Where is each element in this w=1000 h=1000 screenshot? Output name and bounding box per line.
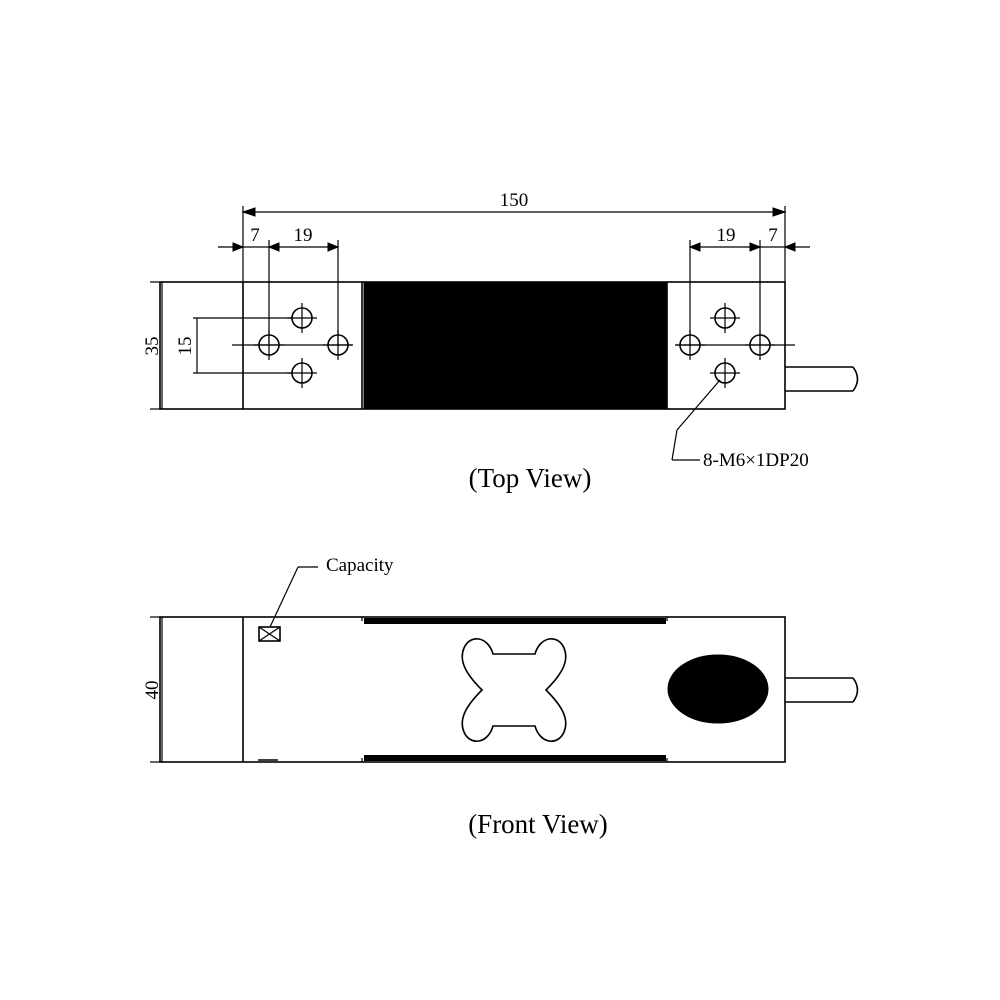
top-view-cable: [785, 366, 859, 392]
top-view-right-holes: [675, 303, 795, 388]
capacity-marker: Capacity: [258, 555, 394, 642]
dim-hole-pitch-label: 15: [175, 337, 196, 356]
front-view-body-outline: [159, 616, 786, 763]
front-view-cable: [785, 677, 859, 703]
top-view: 150 7 19 19 7 35: [142, 190, 859, 493]
dim-left-edge-label: 7: [250, 225, 260, 246]
dim-width: 35: [142, 281, 163, 410]
thread-callout-label: 8-M6×1DP20: [703, 450, 809, 471]
dim-left-hole-offsets: 7 19: [218, 225, 340, 345]
mounting-hole: [710, 303, 740, 333]
front-view-gauge-seal: [667, 654, 769, 724]
dim-overall-length: 150: [241, 190, 787, 282]
dim-hole-pitch: 15: [175, 317, 292, 374]
thread-callout: 8-M6×1DP20: [671, 379, 809, 471]
mounting-hole: [710, 358, 740, 388]
dim-height: 40: [142, 616, 163, 763]
dim-right-pitch-label: 19: [717, 225, 736, 246]
dim-right-edge-label: 7: [768, 225, 778, 246]
dim-overall-length-label: 150: [500, 190, 529, 211]
dim-left-pitch-label: 19: [294, 225, 313, 246]
front-view: Capacity 40 (Front View): [142, 555, 859, 839]
dim-right-hole-offsets: 19 7: [688, 225, 810, 345]
dim-height-label: 40: [142, 681, 163, 700]
capacity-label: Capacity: [326, 555, 394, 576]
front-view-cutout: [461, 638, 567, 742]
top-view-label-area: [363, 282, 667, 409]
front-view-caption: (Front View): [468, 809, 608, 839]
top-view-caption: (Top View): [469, 463, 592, 493]
dim-width-label: 35: [142, 337, 163, 356]
